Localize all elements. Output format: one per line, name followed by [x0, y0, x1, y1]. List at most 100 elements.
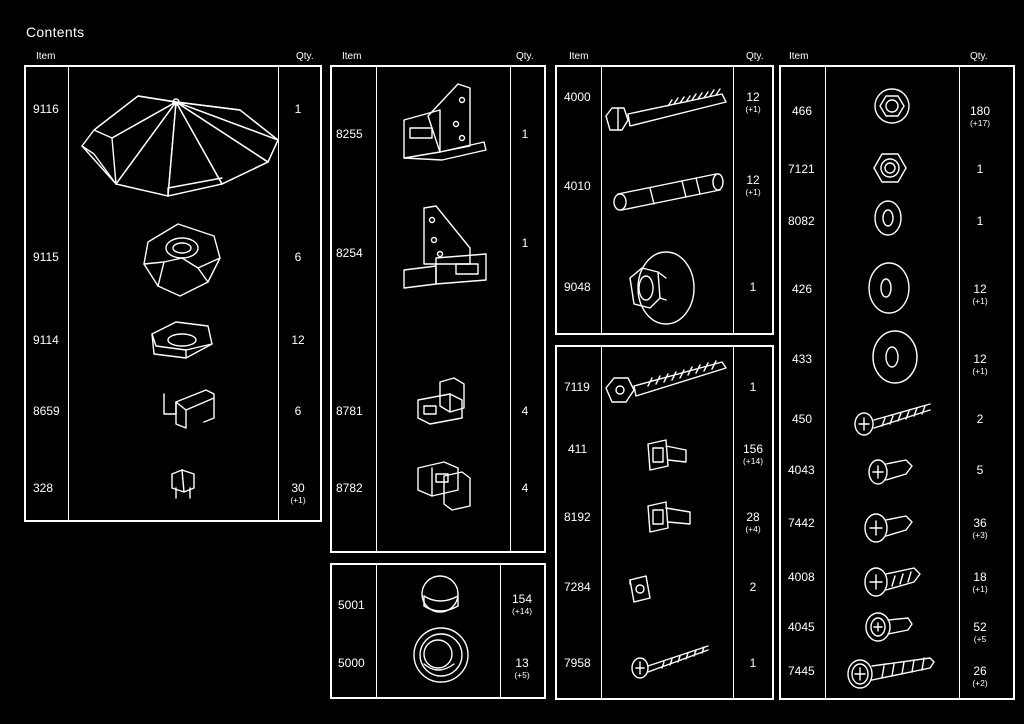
item-number: 5000	[338, 656, 365, 670]
qty-value: 2	[976, 412, 984, 426]
clamp-icon	[151, 321, 213, 359]
long-drill-screw-icon	[847, 657, 935, 689]
item-number: 7958	[564, 656, 591, 670]
roof-cap-icon	[81, 95, 279, 197]
hex-nut-icon	[873, 153, 907, 183]
item-number: 8255	[336, 127, 363, 141]
qty-value: 12(+1)	[972, 282, 988, 306]
item-number: 7445	[788, 664, 815, 678]
item-number: 328	[33, 481, 54, 495]
square-bolt-icon	[647, 439, 687, 471]
washer-icon	[868, 262, 910, 314]
qty-value: 28(+4)	[745, 510, 761, 534]
qty-value: 4	[521, 481, 529, 495]
item-number: 8192	[564, 510, 591, 524]
qty-value: 1	[749, 656, 757, 670]
qty-value: 6	[294, 404, 302, 418]
item-number: 7119	[564, 380, 590, 394]
washer-nut-icon	[629, 251, 695, 325]
large-cap-icon	[413, 627, 469, 683]
flange-nut-icon	[874, 88, 910, 124]
square-nut-icon	[629, 575, 651, 603]
wood-screw-icon	[854, 403, 931, 436]
qty-value: 6	[294, 250, 302, 264]
qty-value: 30(+1)	[290, 481, 306, 505]
panel-5	[555, 345, 774, 700]
item-number: 9048	[564, 280, 591, 294]
washer-screw-icon	[865, 612, 913, 642]
qty-value: 156(+14)	[742, 442, 764, 466]
header-qty-4: Qty.	[970, 51, 988, 62]
item-number: 4008	[788, 570, 815, 584]
item-number: 9116	[33, 102, 59, 116]
item-number: 7284	[564, 580, 591, 594]
large-washer-icon	[872, 330, 918, 384]
item-number: 4000	[564, 90, 591, 104]
qty-value: 36(+3)	[972, 516, 988, 540]
qty-value: 5	[976, 463, 984, 477]
qty-value: 1	[749, 280, 757, 294]
item-number: 8781	[336, 404, 363, 418]
qty-value: 4	[521, 404, 529, 418]
qty-value: 154(+14)	[511, 592, 533, 616]
header-qty-1: Qty.	[296, 51, 314, 62]
corner-bracket-8254-icon	[403, 205, 487, 289]
item-number: 4010	[564, 179, 591, 193]
qty-value: 12(+1)	[972, 352, 988, 376]
panel-1	[24, 65, 322, 522]
header-item-2: Item	[342, 51, 362, 62]
qty-value: 1	[749, 380, 757, 394]
qty-value: 18(+1)	[972, 570, 988, 594]
angle-connector-icon	[417, 377, 465, 425]
qty-value: 1	[521, 127, 529, 141]
item-number: 8082	[788, 214, 815, 228]
qty-value: 12	[291, 333, 305, 347]
drill-screw-icon	[864, 567, 921, 597]
angle-connector-icon	[417, 461, 471, 511]
header-qty-3: Qty.	[746, 51, 764, 62]
pan-screw-icon	[864, 513, 913, 543]
qty-value: 52(+5	[973, 620, 987, 644]
anchor-sleeve-icon	[613, 173, 724, 211]
qty-value: 1	[976, 162, 984, 176]
header-item-1: Item	[36, 51, 56, 62]
item-number: 411	[568, 442, 588, 456]
item-number: 8782	[336, 481, 363, 495]
panel-4	[555, 65, 774, 335]
header-qty-2: Qty.	[516, 51, 534, 62]
roof-connector-icon	[143, 223, 221, 297]
small-clip-icon	[171, 469, 195, 499]
item-number: 5001	[338, 598, 365, 612]
qty-value: 12(+1)	[745, 173, 761, 197]
washer-icon	[874, 200, 902, 236]
qty-value: 1	[976, 214, 984, 228]
panel-2	[330, 65, 546, 553]
pan-screw-icon	[868, 459, 913, 485]
item-number: 466	[792, 104, 813, 118]
item-number: 433	[792, 352, 813, 366]
qty-value: 12(+1)	[745, 90, 761, 114]
qty-value: 2	[749, 580, 757, 594]
qty-value: 1	[521, 236, 529, 250]
item-number: 9115	[33, 250, 59, 264]
item-number: 8254	[336, 246, 363, 260]
header-item-3: Item	[569, 51, 589, 62]
qty-value: 13(+5)	[514, 656, 530, 680]
square-bolt-icon	[647, 501, 691, 533]
item-number: 4045	[788, 620, 815, 634]
item-number: 8659	[33, 404, 60, 418]
corner-bracket-8255-icon	[403, 83, 487, 161]
hex-bolt-icon	[605, 88, 727, 131]
item-number: 426	[792, 282, 813, 296]
qty-value: 1	[294, 102, 302, 116]
qty-value: 26(+2)	[972, 664, 988, 688]
item-number: 4043	[788, 463, 815, 477]
panel-3	[330, 563, 546, 699]
cap-icon	[421, 575, 459, 613]
item-number: 7442	[788, 516, 815, 530]
item-number: 9114	[33, 333, 59, 347]
page-title: Contents	[26, 24, 85, 40]
bracket-clip-icon	[163, 389, 215, 429]
qty-value: 180(+17)	[969, 104, 991, 128]
header-item-4: Item	[789, 51, 809, 62]
